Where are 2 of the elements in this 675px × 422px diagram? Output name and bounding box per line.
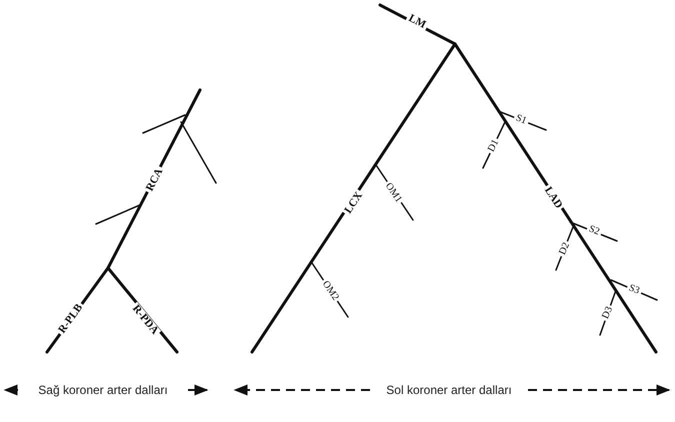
branch-label: S2 — [585, 224, 603, 238]
branch-label: LM — [404, 12, 430, 32]
